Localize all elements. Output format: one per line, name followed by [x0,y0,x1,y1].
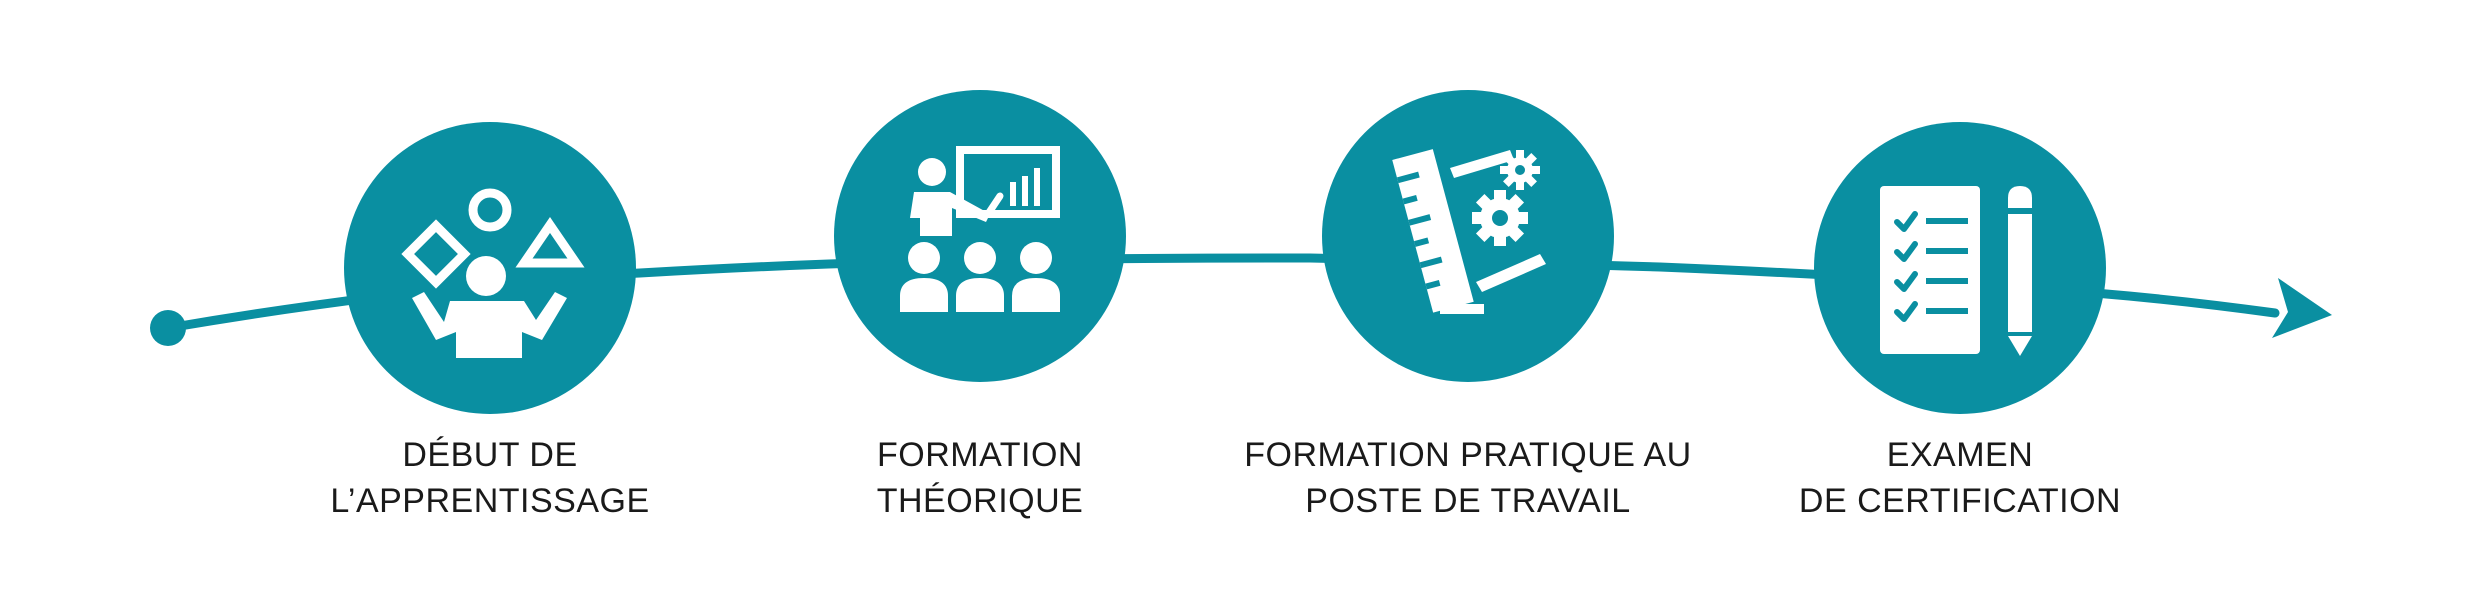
step-1-label-line-1: DÉBUT DE [402,436,578,474]
step-1-label: DÉBUT DE L’APPRENTISSAGE [210,432,770,524]
small-gear [1500,150,1540,190]
timeline-start-dot [150,310,186,346]
step-3-label: FORMATION PRATIQUE AU POSTE DE TRAVAIL [1188,432,1748,524]
step-1-label-line-2: L’APPRENTISSAGE [330,482,650,520]
step-2-label: FORMATION THÉORIQUE [700,432,1260,524]
checklist-pencil-icon [1880,186,2032,356]
large-gear [1472,190,1528,246]
classroom-presentation-icon [900,146,1060,312]
timeline-arrow-head [2272,278,2332,338]
step-2-label-line-1: FORMATION [877,436,1083,474]
step-3-circle [1322,90,1614,382]
step-3-label-line-2: POSTE DE TRAVAIL [1305,482,1631,520]
step-4-label-line-2: DE CERTIFICATION [1798,482,2122,520]
step-4-label-line-1: EXAMEN [1886,436,2034,474]
step-3-label-line-1: FORMATION PRATIQUE AU [1244,436,1692,474]
juggling-shapes-person-icon [401,188,585,358]
step-2-label-line-2: THÉORIQUE [876,482,1084,520]
step-2-circle [834,90,1126,382]
step-4-label: EXAMEN DE CERTIFICATION [1680,432,2240,524]
ruler-gears-icon [1392,149,1546,314]
